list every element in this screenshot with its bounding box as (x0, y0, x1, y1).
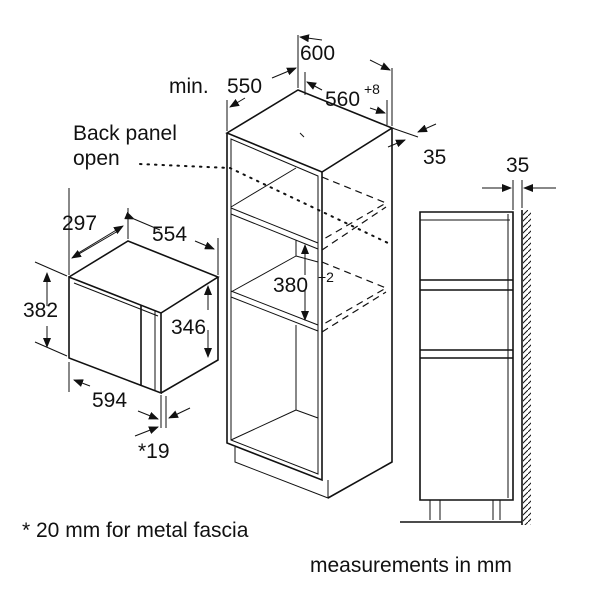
niche-height-tolerance: +2 (318, 269, 334, 285)
niche-width-tolerance: +8 (364, 81, 380, 97)
niche-width-label: 560 (325, 88, 360, 111)
back-panel-label-line1: Back panel (73, 122, 177, 145)
side-view-drawing (400, 180, 556, 525)
appliance-width-label: 594 (92, 389, 127, 412)
cabinet-width-label: 600 (300, 42, 335, 65)
units-note: measurements in mm (310, 554, 512, 577)
appliance-inner-height-label: 346 (171, 316, 206, 339)
back-panel-label-line2: open (73, 147, 120, 170)
cabinet-depth-prefix: min. (169, 75, 209, 98)
appliance-depth-label: 297 (62, 212, 97, 235)
fascia-note: * 20 mm for metal fascia (22, 519, 249, 542)
side-gap-label: 35 (506, 154, 529, 177)
appliance-height-label: 382 (23, 299, 58, 322)
tall-cabinet-drawing (139, 34, 437, 499)
appliance-drawing (34, 188, 220, 437)
back-gap-label: 35 (423, 146, 446, 169)
fascia-depth-label: *19 (138, 440, 170, 463)
niche-height-label: 380 (273, 274, 308, 297)
appliance-side-depth-label: 554 (152, 223, 187, 246)
cabinet-depth-label: 550 (227, 75, 262, 98)
